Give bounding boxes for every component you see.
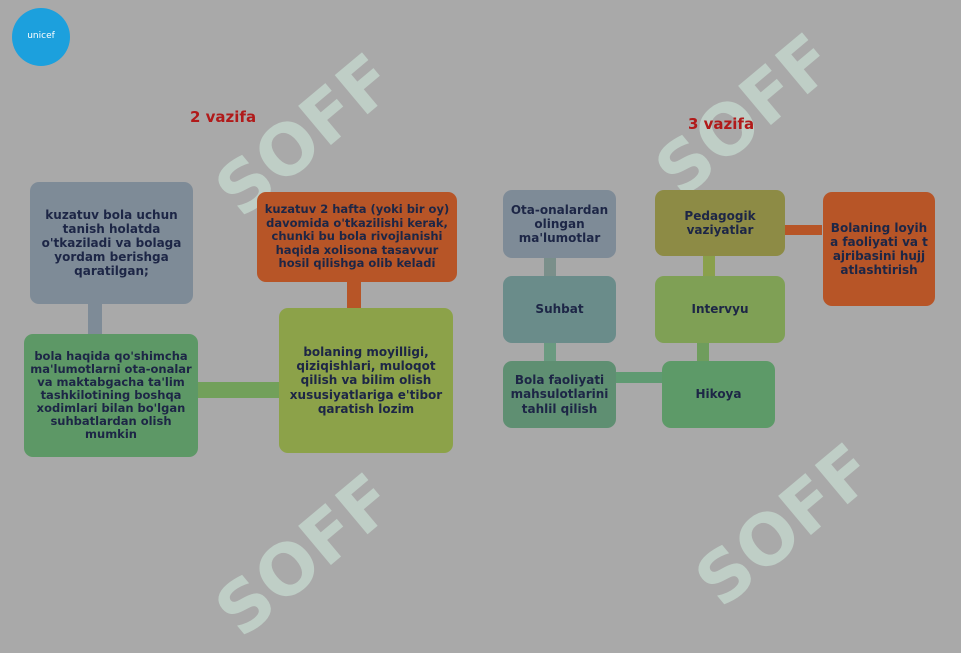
watermark-bottom-left: SOFF — [200, 457, 411, 653]
diagram-box: bolaning moyilligi, qiziqishlari, muloqo… — [279, 308, 453, 453]
connector — [785, 225, 822, 235]
connector — [614, 372, 662, 383]
connector — [347, 282, 361, 310]
box-label: Bolaning loyiha faoliyati va tajribasini… — [830, 220, 928, 278]
connector — [697, 343, 709, 361]
box-label: kuzatuv bola uchun tanish holatda o'tkaz… — [41, 207, 182, 279]
connector — [198, 382, 280, 398]
connector — [88, 304, 102, 336]
diagram-box: Hikoya — [662, 361, 775, 428]
diagram-box: Bola faoliyati mahsulotlarini tahlil qil… — [503, 361, 616, 428]
diagram-box: bola haqida qo'shimcha ma'lumotlarni ota… — [24, 334, 198, 457]
diagram-box: kuzatuv bola uchun tanish holatda o'tkaz… — [30, 182, 193, 304]
box-label: Suhbat — [535, 302, 584, 317]
diagram-box: Bolaning loyiha faoliyati va tajribasini… — [823, 192, 935, 306]
connector — [544, 343, 556, 361]
diagram-box: Ota-onalardan olingan ma'lumotlar — [503, 190, 616, 258]
connector — [544, 258, 556, 276]
section-title-right: 3 vazifa — [688, 115, 755, 133]
unicef-logo: unicef — [12, 8, 70, 66]
logo-text: unicef — [27, 30, 55, 41]
section-title-left: 2 vazifa — [190, 108, 257, 126]
box-label: kuzatuv 2 hafta (yoki bir oy) davomida o… — [264, 202, 450, 271]
box-label: Bola faoliyati mahsulotlarini tahlil qil… — [510, 373, 609, 416]
box-label: Ota-onalardan olingan ma'lumotlar — [510, 202, 609, 246]
box-label: bolaning moyilligi, qiziqishlari, muloqo… — [289, 345, 443, 416]
box-label: bola haqida qo'shimcha ma'lumotlarni ota… — [30, 349, 192, 441]
diagram-box: kuzatuv 2 hafta (yoki bir oy) davomida o… — [257, 192, 457, 282]
box-label: Hikoya — [695, 387, 742, 402]
diagram-box: Pedagogik vaziyatlar — [655, 190, 785, 256]
box-label: Intervyu — [691, 302, 749, 317]
diagram-box: Suhbat — [503, 276, 616, 343]
diagram-box: Intervyu — [655, 276, 785, 343]
box-label: Pedagogik vaziyatlar — [684, 208, 756, 237]
connector — [703, 256, 715, 276]
watermark-bottom-right: SOFF — [680, 427, 891, 623]
